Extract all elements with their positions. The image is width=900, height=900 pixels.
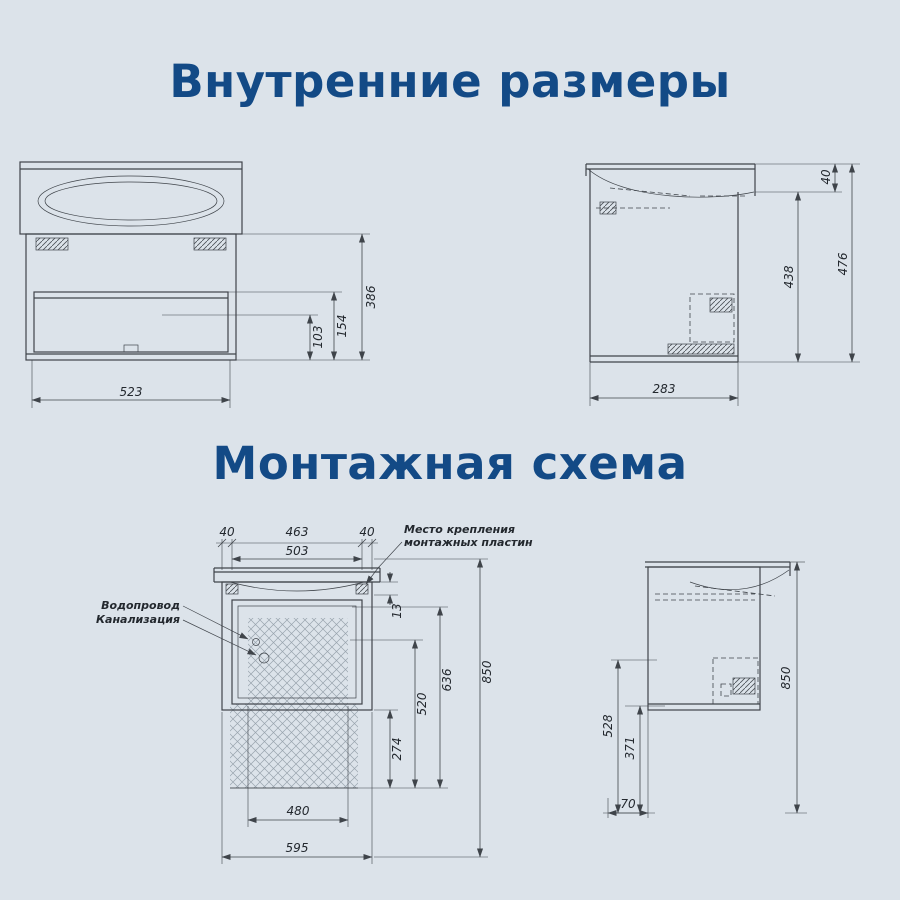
dim-103: 103	[311, 326, 325, 349]
dim-595: 595	[286, 841, 309, 855]
dim-850: 850	[480, 660, 494, 683]
dim-480: 480	[287, 804, 310, 818]
sink-side-profile	[585, 163, 756, 198]
drawer-slide-brackets	[35, 237, 227, 251]
dim-528: 528	[601, 714, 615, 737]
pipe-symbols	[252, 638, 270, 664]
dim-476: 476	[836, 252, 850, 275]
leader-lines	[182, 541, 403, 656]
mounting-front-view: 40 463 40 503 13 274 520 636 850 480 595…	[96, 523, 533, 864]
dim-520: 520	[415, 692, 429, 715]
countertop	[213, 567, 381, 592]
dimension-lines	[31, 233, 366, 404]
dim-40: 40	[819, 169, 833, 185]
sink-basin	[37, 175, 225, 227]
section-title-mounting-scheme: Монтажная схема	[212, 437, 688, 490]
label-sewerage: Канализация	[96, 613, 180, 626]
internal-side-view: 40 438 476 283	[585, 163, 860, 406]
extension-lines	[603, 561, 807, 818]
section-title-internal-dimensions: Внутренние размеры	[169, 55, 731, 108]
hidden-interior-details	[655, 593, 759, 705]
drawer-front	[33, 291, 229, 353]
cabinet-side-outline	[589, 169, 739, 363]
extension-lines	[216, 539, 488, 864]
extension-lines	[31, 233, 370, 408]
mounting-side-view: 850 528 371 70	[601, 561, 807, 818]
wall-hatch-region	[230, 618, 358, 789]
dim-13: 13	[390, 603, 404, 618]
dimension-lines	[221, 555, 484, 861]
label-mounting-plates-line1: Место крепления	[404, 523, 515, 536]
dim-283: 283	[653, 382, 676, 396]
dim-371: 371	[623, 737, 637, 760]
cabinet-front-outline	[221, 581, 373, 711]
label-mounting-plates-line2: монтажных пластин	[404, 536, 533, 549]
dim-40-left: 40	[219, 525, 235, 539]
dim-850: 850	[779, 666, 793, 689]
dim-40-right: 40	[359, 525, 375, 539]
dim-274: 274	[390, 738, 404, 761]
label-water-supply: Водопровод	[101, 599, 180, 612]
dim-636: 636	[440, 668, 454, 691]
dim-70: 70	[620, 797, 636, 811]
extension-lines	[589, 163, 860, 406]
dim-503: 503	[286, 544, 309, 558]
mounting-plates	[225, 583, 369, 595]
internal-front-view: 386 154 103 523	[19, 161, 378, 408]
dim-438: 438	[782, 265, 796, 288]
dim-523: 523	[120, 385, 143, 399]
dim-154: 154	[335, 315, 349, 338]
hidden-interior-details	[596, 201, 735, 355]
dimension-lines	[607, 561, 801, 817]
dim-386: 386	[364, 285, 378, 308]
dimension-lines	[589, 163, 856, 402]
dim-463: 463	[286, 525, 309, 539]
chain-ticks	[217, 538, 377, 548]
cabinet-front-outline	[19, 161, 243, 361]
